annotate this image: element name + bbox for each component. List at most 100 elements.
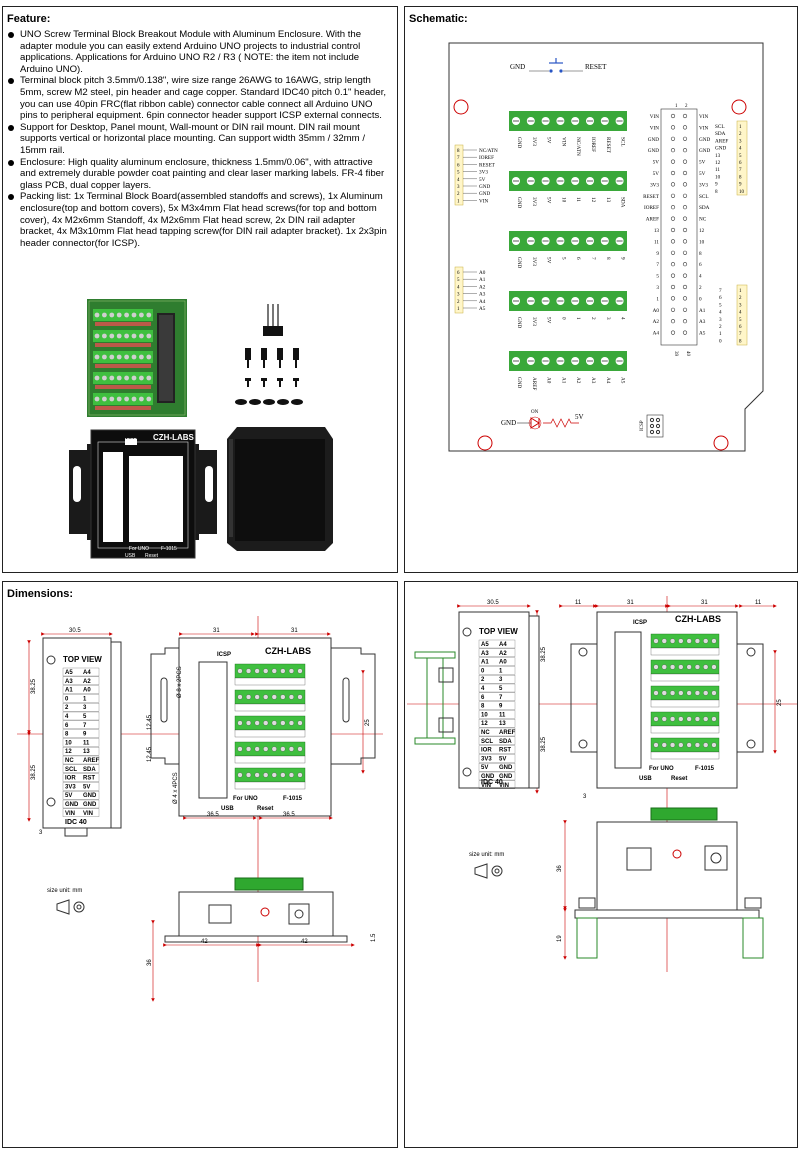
terminal-label: A2 [575,377,581,384]
header-pin-label: 10 [715,174,721,180]
sw-gnd-label: GND [510,63,525,71]
pin-label: 13 [83,749,90,755]
terminal-block [509,111,627,131]
pcb-board-photo [87,299,187,417]
pin-label: VIN [65,811,75,817]
pin-label: NC [481,730,490,736]
cover-icsp-label: ICSP [125,438,137,444]
idc-left-label: 1 [656,296,659,302]
screw [146,375,152,381]
header-digital-high [736,120,748,196]
usb-label-2: USB [639,776,652,782]
screw [102,375,107,381]
header-pin-label: 0 [719,338,722,344]
terminal-label: A3 [590,377,596,384]
pin-label: GND [481,774,495,780]
pin-label: A5 [481,642,489,648]
header-pin-label: 4 [719,310,722,316]
dim-36: 36 [147,959,153,966]
header-pin-label: GND [479,191,490,197]
cover-reset-label: Reset [145,553,159,559]
terminal-block [650,659,720,675]
screw [139,396,144,402]
dim2-11-b: 11 [755,600,762,606]
idc-left-label: GND [648,148,659,154]
header-pin-label: 8 [715,189,718,195]
header-pin-label: A3 [479,292,486,298]
idc-right-label: VIN [699,114,708,120]
label-strip [234,677,306,686]
label-strip [234,755,306,764]
led-gnd-label: GND [501,419,516,427]
idc-right-label: GND [699,137,710,143]
dim-42-a: 42 [201,939,208,945]
feature-item: UNO Screw Terminal Block Breakout Module… [7,29,391,75]
header-digital-low [736,284,748,346]
dim-3: 3 [39,830,43,836]
dim2-11-a: 11 [575,600,582,606]
header-pin-label: 3V3 [479,170,488,176]
idc-right-label: 0 [699,296,702,302]
header-pin-label: IOREF [479,155,494,161]
pin-label: 6 [65,723,69,729]
brand-label: CZH-LABS [265,646,311,656]
pin-label: 8 [65,732,69,738]
terminal-label: 12 [590,197,596,203]
feature-title: Feature: [7,13,51,25]
pin-label: 10 [65,740,72,746]
header-pin-label: A2 [479,284,486,290]
screw [124,375,129,381]
terminal-label: RESET [605,137,611,154]
screw [146,312,152,318]
header-pin-label: 2 [719,324,722,330]
terminal-block [93,330,153,342]
schematic-title: Schematic: [409,13,468,25]
idc-left-label: IOREF [644,205,659,211]
screw [131,312,137,318]
screw [116,375,122,381]
header-pin-number: 7 [739,168,742,173]
dim2-25: 25 [777,699,783,706]
dim2-38-25-b: 38.25 [541,736,547,752]
header-pin-number: 1 [457,307,460,312]
header-pin-number: 1 [739,289,742,294]
dim-38-25: 38.25 [31,678,37,694]
pin-label: RST [83,776,95,782]
header-pin-label: 5V [479,177,486,183]
idc-pin-label: 1 [675,104,678,109]
terminal-label: 3V3 [531,137,537,146]
screw [102,354,107,360]
header-pin-number: 7 [457,156,460,161]
pin-label: IOR [65,776,76,782]
dim2-3: 3 [583,794,587,800]
dim-12-45: 12.45 [147,714,153,730]
idc-left-label: 13 [654,228,660,234]
pin-label: 11 [83,740,90,746]
idc-right-label: 10 [699,239,705,245]
idc-right-label: 3V3 [699,182,708,188]
idc-right-label: SCL [699,194,709,200]
label-strip [95,322,151,326]
dim-36-5-a: 36.5 [207,812,219,818]
screw [109,312,115,318]
terminal-label: IOREF [590,137,596,152]
idc-left-label: 5V [653,160,660,166]
terminal-block [234,767,306,783]
label-strip [650,751,720,760]
screw [124,354,129,360]
terminal-block [509,351,627,371]
terminal-label: 4 [620,317,626,320]
pin-label: A4 [499,642,507,648]
header-pin-label: SCL [715,124,725,130]
terminal-label: 9 [620,257,626,260]
pin-label: A4 [83,670,91,676]
terminal-block [650,685,720,701]
feature-panel: Feature: UNO Screw Terminal Block Breako… [2,6,398,573]
idc-left-label: 11 [654,239,659,245]
pin-label: 4 [65,714,69,720]
terminal-label: A4 [605,377,611,384]
pin-label: 7 [83,723,87,729]
terminal-label: VIN [560,137,566,146]
label-strip [234,703,306,712]
header-pin-label: 12 [715,160,721,166]
